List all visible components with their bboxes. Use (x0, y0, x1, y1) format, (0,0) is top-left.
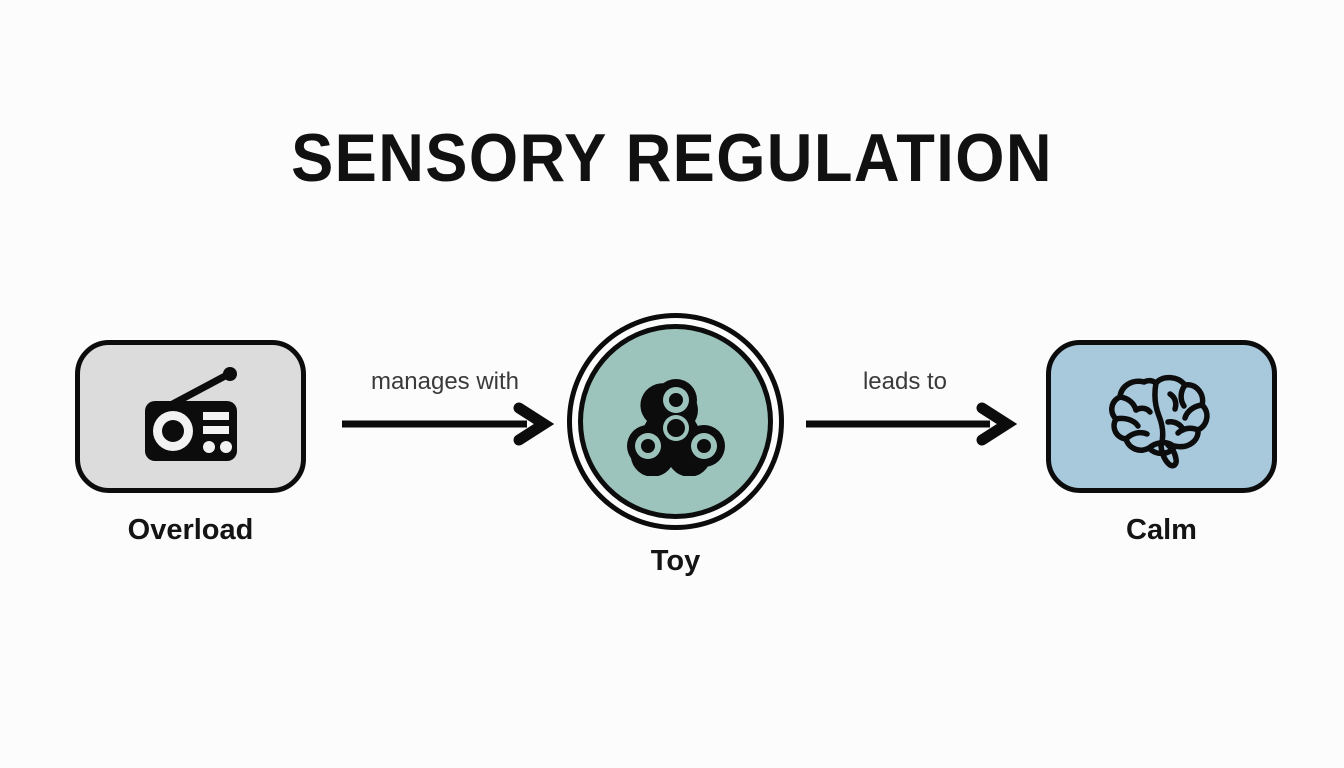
radio-icon (131, 365, 251, 469)
page-title: SENSORY REGULATION (291, 120, 1053, 196)
node-calm-label: Calm (1126, 514, 1197, 546)
node-toy-shape[interactable] (578, 324, 773, 519)
node-toy-outer-ring (567, 313, 784, 530)
node-overload-shape[interactable] (75, 340, 306, 493)
fidget-spinner-icon (620, 368, 732, 476)
edge-overload-to-toy-label: manages with (370, 368, 520, 395)
edge-toy-to-calm-label: leads to (862, 368, 948, 395)
node-overload-label: Overload (127, 514, 254, 546)
brain-icon (1104, 364, 1220, 470)
node-toy-label: Toy (650, 545, 701, 577)
node-calm-shape[interactable] (1046, 340, 1277, 493)
